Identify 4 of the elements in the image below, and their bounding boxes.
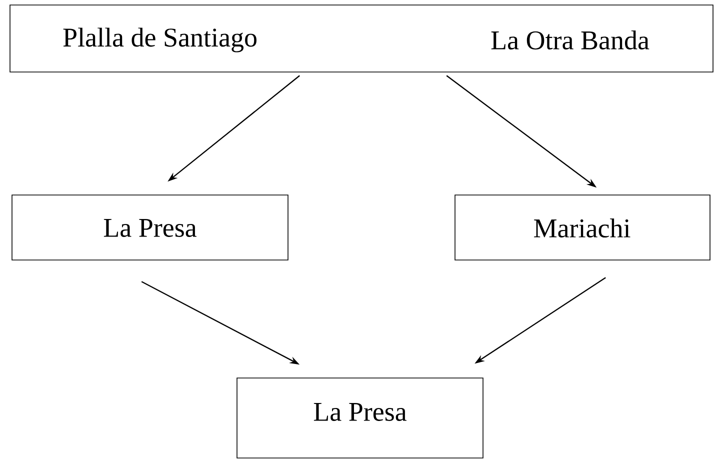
text-box: La Presa — [12, 194, 288, 260]
text-box: Mariachi — [454, 194, 710, 260]
text-box: Plalla de Santiago La Otra Banda — [10, 4, 714, 72]
text-box: La Presa — [236, 378, 484, 458]
